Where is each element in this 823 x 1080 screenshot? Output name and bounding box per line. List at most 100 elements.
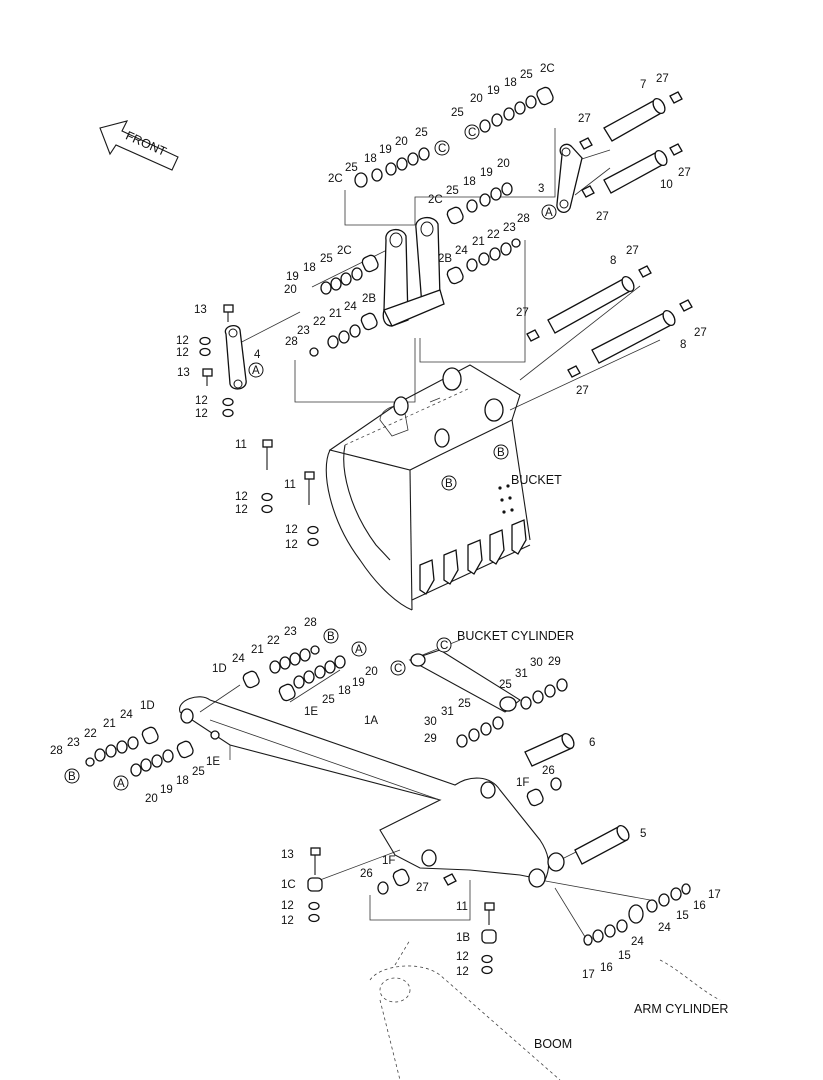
callout: 19	[286, 271, 299, 283]
callout: 21	[103, 718, 116, 730]
callout: 27	[578, 113, 591, 125]
callout: 23	[67, 737, 80, 749]
callout: 12	[281, 900, 294, 912]
callout: 20	[145, 793, 158, 805]
bolts-arm	[307, 847, 497, 975]
callouts-arm: 28 23 22 21 24 1D 20 19 18 25 1E 1D 24 2…	[50, 617, 721, 981]
callout: 25	[451, 107, 464, 119]
callout: 2C	[337, 245, 352, 257]
arm-body-1A	[179, 696, 565, 888]
marker-C-4: C	[390, 660, 406, 676]
marker-B-4: B	[64, 768, 80, 784]
callout: 18	[463, 176, 476, 188]
callout: 1A	[364, 715, 378, 727]
callout: 18	[504, 77, 517, 89]
seals-arm-cylinder	[583, 883, 721, 1001]
front-arrow-icon: FRONT	[99, 120, 179, 171]
callout: 19	[480, 167, 493, 179]
bushing-stack-left	[309, 254, 379, 357]
callout: 20	[395, 136, 408, 148]
callout: 13	[281, 849, 294, 861]
svg-text:B: B	[68, 771, 76, 783]
callout: 7	[640, 79, 646, 91]
callout: 21	[251, 644, 264, 656]
callout: 3	[538, 183, 544, 195]
callout: 28	[285, 336, 298, 348]
callout: 13	[194, 304, 207, 316]
pin-7	[579, 91, 683, 150]
svg-text:C: C	[394, 663, 402, 675]
callout: 2C	[428, 194, 443, 206]
callout: 24	[631, 936, 644, 948]
bucket-cylinder-label: BUCKET CYLINDER	[457, 629, 574, 643]
callout: 1B	[456, 932, 470, 944]
callout: 12	[195, 395, 208, 407]
callout: 27	[626, 245, 639, 257]
callout: 22	[313, 316, 326, 328]
link-3	[556, 143, 583, 214]
callout: 30	[424, 716, 437, 728]
callout: 25	[192, 766, 205, 778]
callout: 22	[487, 229, 500, 241]
marker-A-4: A	[113, 775, 129, 791]
callout: 13	[177, 367, 190, 379]
svg-text:C: C	[438, 143, 446, 155]
callout: 11	[235, 439, 247, 451]
svg-text:C: C	[468, 127, 476, 139]
bushing-stack-mid	[446, 182, 513, 225]
callout: 1E	[206, 756, 220, 768]
callout: 16	[600, 962, 613, 974]
callout: 25	[446, 185, 459, 197]
marker-B-2: B	[441, 475, 457, 491]
callout: 18	[176, 775, 189, 787]
callout: 18	[338, 685, 351, 697]
callout: 27	[576, 385, 589, 397]
marker-B-3: B	[323, 628, 339, 644]
callout: 16	[693, 900, 706, 912]
callout: 12	[235, 491, 248, 503]
callout: 1C	[281, 879, 296, 891]
bushing-stack-arm-left	[85, 726, 194, 777]
callout: 27	[416, 882, 429, 894]
callout: 28	[50, 745, 63, 757]
callout: 8	[610, 255, 616, 267]
callout: 27	[516, 307, 529, 319]
callout: 12	[285, 524, 298, 536]
callout: 25	[499, 679, 512, 691]
callout: 20	[470, 93, 483, 105]
callout: 20	[497, 158, 510, 170]
callout: 17	[708, 889, 721, 901]
callout: 25	[320, 253, 333, 265]
guide-link-2	[382, 217, 445, 327]
callout: 24	[232, 653, 245, 665]
callout: 18	[303, 262, 316, 274]
svg-text:B: B	[327, 631, 335, 643]
callout: 15	[676, 910, 689, 922]
callout: 30	[530, 657, 543, 669]
callout: 25	[345, 162, 358, 174]
callout: 12	[456, 966, 469, 978]
callout: 2C	[328, 173, 343, 185]
callout: 27	[596, 211, 609, 223]
marker-A-3: A	[351, 641, 367, 657]
callout: 26	[542, 765, 555, 777]
pin-10	[581, 143, 683, 198]
callout: 22	[267, 635, 280, 647]
svg-text:A: A	[545, 207, 553, 219]
callout: 22	[84, 728, 97, 740]
svg-text:A: A	[355, 644, 363, 656]
svg-text:B: B	[445, 478, 453, 490]
bolts-link-4	[199, 304, 234, 418]
pin-6	[524, 732, 575, 767]
callout: 25	[520, 69, 533, 81]
callout: 1F	[516, 777, 529, 789]
callout: 12	[285, 539, 298, 551]
callouts-top: 2C 25 18 19 20 25 27 7 27 27 10 27 25 20…	[176, 63, 707, 551]
pin-5	[574, 824, 630, 865]
svg-text:A: A	[117, 778, 125, 790]
callout: 24	[344, 301, 357, 313]
guide-lines-arm	[199, 639, 651, 946]
bucket-cylinder-rod	[408, 649, 568, 748]
